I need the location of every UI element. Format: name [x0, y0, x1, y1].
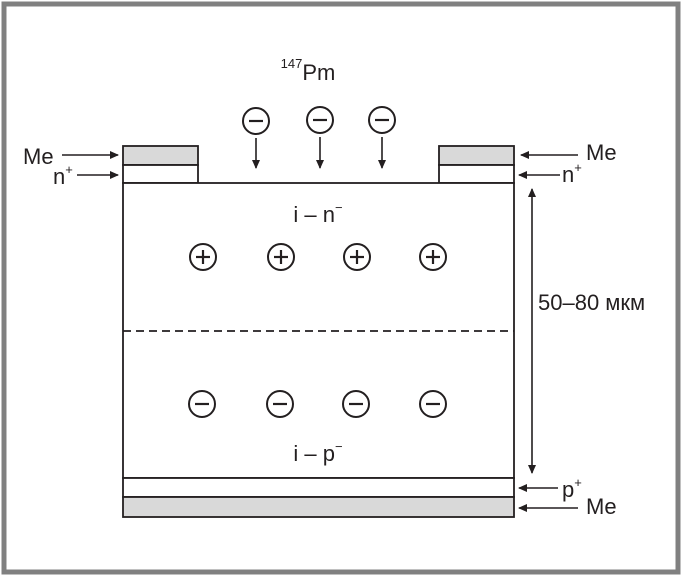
source-label: 147Pm [281, 56, 336, 85]
top-right-metal-contact [438, 145, 515, 166]
minus-circle-icon [342, 390, 370, 418]
top-left-metal-contact [122, 145, 199, 166]
top-right-n-plus-layer [438, 164, 515, 184]
thickness-label: 50–80 мкм [538, 290, 645, 315]
bottom-metal-label: Me [586, 494, 617, 519]
top-left-n-plus-layer [122, 164, 199, 184]
negative-charges [188, 390, 447, 418]
incoming-electron-3 [368, 106, 396, 169]
top-right-n-plus-label: n+ [562, 160, 582, 187]
bottom-p-plus-label: p+ [562, 475, 582, 502]
minus-circle-icon [266, 390, 294, 418]
top-left-metal-label: Me [23, 144, 54, 169]
bottom-p-plus-layer [122, 477, 515, 498]
lower-region-label: i – p− [293, 439, 342, 466]
bottom-metal-contact [122, 496, 515, 518]
minus-circle-icon [419, 390, 447, 418]
plus-circle-icon [189, 243, 217, 271]
upper-region-label: i – n− [293, 200, 342, 227]
plus-circle-icon [343, 243, 371, 271]
incoming-electron-1 [242, 107, 270, 169]
minus-circle-icon [188, 390, 216, 418]
plus-circle-icon [419, 243, 447, 271]
plus-circle-icon [267, 243, 295, 271]
positive-charges [189, 243, 447, 271]
top-left-n-plus-label: n+ [53, 162, 73, 189]
incoming-electron-2 [306, 106, 334, 169]
top-right-metal-label: Me [586, 140, 617, 165]
